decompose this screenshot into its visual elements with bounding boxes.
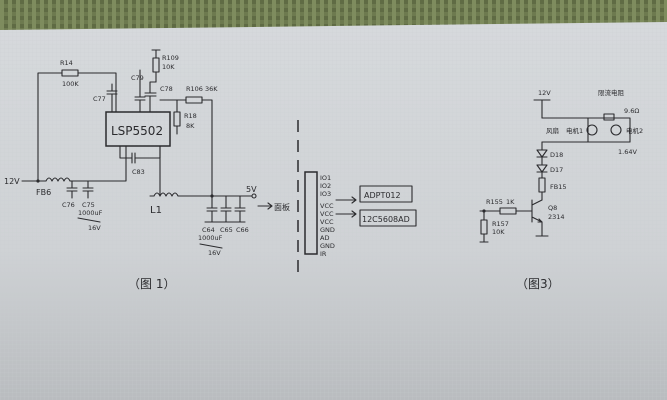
- pin-label: IO1: [320, 174, 331, 182]
- c77-label: C77: [93, 95, 106, 103]
- pin-label: IO2: [320, 182, 331, 190]
- limit-resistor: [603, 113, 615, 121]
- r109-label: R109: [162, 54, 179, 62]
- chip-12c5608ad-label: 12C5608AD: [362, 215, 410, 224]
- r155-label: R155: [486, 198, 503, 206]
- c64-voltage: 16V: [208, 249, 221, 257]
- connector-block: [304, 171, 318, 255]
- fan-motor-2: [610, 124, 622, 136]
- ferrite-fb6: [37, 177, 85, 182]
- c65-label: C65: [220, 226, 233, 234]
- pin-label: AD: [320, 234, 329, 242]
- r14-label: R14: [60, 59, 73, 67]
- r155-value: 1K: [506, 198, 515, 206]
- r14-value: 100K: [62, 80, 79, 88]
- r106-label: R106: [186, 85, 203, 93]
- fb6-label: FB6: [36, 188, 51, 197]
- q8-part: 2314: [548, 213, 565, 221]
- diagram-3: 12V 限流电阻 9.6Ω 风扇 电机1 电机2 1.64V D18 D17 F…: [479, 88, 643, 291]
- fan-label: 风扇: [546, 126, 559, 135]
- ic-label: LSP5502: [111, 124, 163, 138]
- c64-label: C64: [202, 226, 215, 234]
- r106-value: 36K: [205, 85, 218, 93]
- chip-adpt012-label: ADPT012: [364, 191, 401, 200]
- r157-label: R157: [492, 220, 509, 228]
- connector-pins: IO1 IO2 IO3 VCC VCC VCC GND AD GND IR: [320, 174, 335, 258]
- inductor-l1: [149, 192, 253, 197]
- r18-value: 8K: [186, 122, 195, 130]
- pin-label: IR: [320, 250, 327, 258]
- d18-label: D18: [550, 151, 563, 159]
- chip-adpt012: [359, 185, 413, 203]
- voltage-reading: 1.64V: [618, 148, 637, 156]
- pin-label: VCC: [320, 218, 334, 226]
- panel-label: 面板: [274, 202, 290, 212]
- pin-label: VCC: [320, 202, 334, 210]
- r18-label: R18: [184, 112, 197, 120]
- motor2-label: 电机2: [626, 126, 643, 135]
- caption-fig3: （图3）: [516, 277, 560, 291]
- c83-label: C83: [132, 168, 145, 176]
- pin-label: GND: [320, 226, 335, 234]
- q8-label: Q8: [548, 204, 557, 212]
- pin-label: GND: [320, 242, 335, 250]
- diagram-1: LSP5502 12V R14 100K FB6 C76 C75 1000uF …: [4, 49, 417, 291]
- pin-label: IO3: [320, 190, 331, 198]
- pin-label: VCC: [320, 210, 334, 218]
- c75-label: C75: [82, 201, 95, 209]
- c66-label: C66: [236, 226, 249, 234]
- limit-resistor-label: 限流电阻: [598, 88, 625, 97]
- c79-label: C79: [131, 74, 144, 82]
- r109-value: 10K: [162, 63, 175, 71]
- supply-12v-label: 12V: [538, 89, 551, 97]
- c78-label: C78: [160, 85, 173, 93]
- r157-value: 10K: [492, 228, 505, 236]
- c75-value: 1000uF: [78, 209, 103, 217]
- fan-motor-1: [586, 124, 598, 136]
- caption-fig1: （图 1）: [128, 277, 175, 291]
- ic-lsp5502: [105, 111, 171, 147]
- l1-label: L1: [150, 205, 162, 216]
- c64-value: 1000uF: [198, 234, 223, 242]
- d17-label: D17: [550, 166, 563, 174]
- c75-voltage: 16V: [88, 224, 101, 232]
- motor1-label: 电机1: [566, 126, 583, 135]
- input-12v-label: 12V: [4, 177, 20, 186]
- chip-12c5608ad: [359, 209, 417, 227]
- output-5v-label: 5V: [246, 185, 257, 194]
- c76-label: C76: [62, 201, 75, 209]
- fb15-label: FB15: [550, 183, 566, 191]
- limit-resistor-value: 9.6Ω: [624, 107, 639, 115]
